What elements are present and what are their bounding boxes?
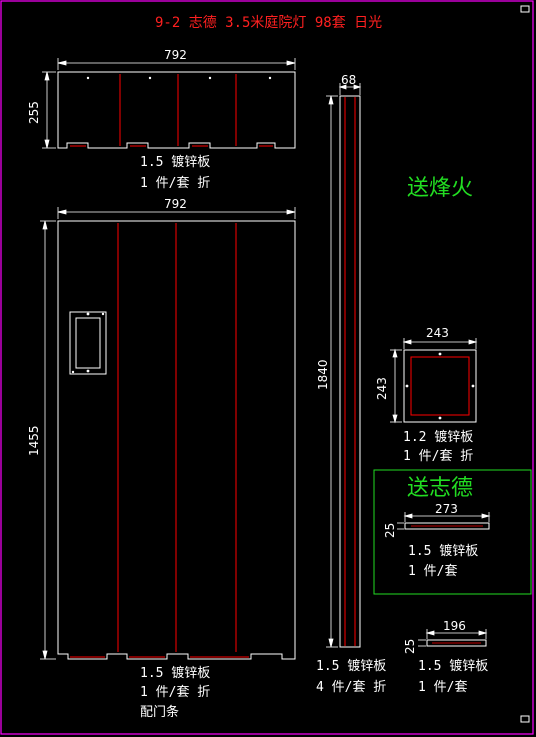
square-height-dimension [390,348,402,424]
top-panel-qty: 1 件/套 折 [140,176,211,191]
door-panel-note: 配门条 [140,705,180,720]
square-plate-qty: 1 件/套 折 [403,449,474,464]
door-panel-width-label: 792 [164,197,187,211]
square-plate [403,349,477,423]
long-strip-height-label: 1840 [316,359,330,390]
top-panel [57,71,296,149]
door-panel-height-label: 1455 [27,425,41,456]
top-panel-material: 1.5 镀锌板 [140,155,211,170]
strip-height-dimension [326,95,338,648]
square-width-dimension [402,338,478,349]
strip-width-dimension [338,83,362,95]
top-panel-height-label: 255 [27,101,41,124]
long-strip [339,95,361,648]
strip-196-width-label: 196 [443,619,466,633]
strip-273 [404,522,490,530]
strip-196-qty: 1 件/套 [418,680,468,695]
note-to-zhide: 送志德 [407,476,474,501]
strip-196-height-label: 25 [403,638,417,654]
door-width-dimension [57,207,296,219]
long-strip-material: 1.5 镀锌板 [316,659,387,674]
long-strip-qty: 4 件/套 折 [316,680,387,695]
note-to-fenghuo: 送烽火 [407,176,474,201]
strip-273-material: 1.5 镀锌板 [408,544,479,559]
strip-196 [426,639,487,647]
top-panel-width-label: 792 [164,48,187,62]
strip-273-width-dimension [403,512,491,522]
strip-273-height-dimension [397,522,404,530]
zhide-group-frame [373,469,532,595]
square-plate-height-label: 243 [375,377,389,400]
door-panel [57,220,296,660]
square-plate-width-label: 243 [426,326,449,340]
door-panel-qty: 1 件/套 折 [140,685,211,700]
door-panel-bend-lines [70,223,249,658]
long-strip-width-label: 68 [341,73,357,87]
door-panel-material: 1.5 镀锌板 [140,666,211,681]
strip-196-height-dimension [418,639,426,647]
corner-marker [520,5,530,13]
top-height-dimension [42,71,56,149]
corner-marker [520,715,530,723]
square-plate-material: 1.2 镀锌板 [403,430,474,445]
top-panel-bend-lines [70,74,273,147]
top-panel-holes [86,76,272,80]
strip-273-height-label: 25 [383,522,397,538]
door-cutout [69,311,107,375]
strip-196-width-dimension [425,629,488,639]
door-height-dimension [40,220,56,660]
top-width-dimension [57,58,296,70]
strip-273-width-label: 273 [435,502,458,516]
strip-273-qty: 1 件/套 [408,564,458,579]
strip-196-material: 1.5 镀锌板 [418,659,489,674]
drawing-title: 9-2 志德 3.5米庭院灯 98套 日光 [155,15,383,31]
